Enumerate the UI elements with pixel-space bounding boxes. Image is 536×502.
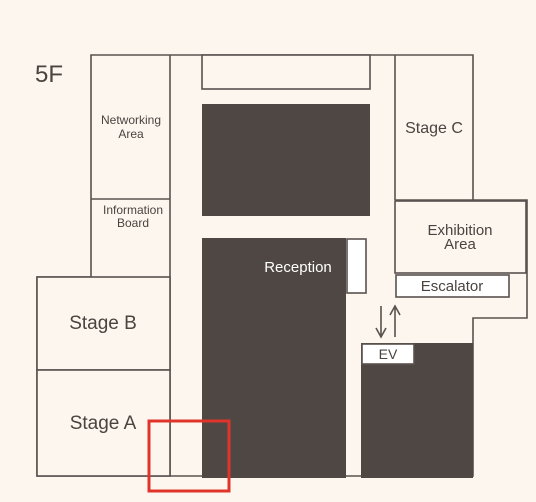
ev-block bbox=[361, 343, 473, 478]
highlight-marker bbox=[147, 419, 231, 493]
reception-desk bbox=[346, 238, 367, 294]
ev-label: EV bbox=[379, 346, 398, 362]
stage-c-label: Stage C bbox=[405, 120, 463, 137]
reception-label: Reception bbox=[264, 259, 332, 276]
upper-center-block bbox=[202, 104, 370, 216]
exhibition-area[interactable] bbox=[394, 200, 527, 274]
up-down-arrows-icon bbox=[375, 304, 401, 339]
stage-b-area[interactable] bbox=[36, 276, 171, 371]
reception-block bbox=[202, 238, 346, 478]
stage-a-label: Stage A bbox=[70, 413, 137, 434]
networking-label-line1: Networking bbox=[101, 113, 161, 127]
info-board-label-line2: Board bbox=[117, 216, 149, 230]
exhibition-label-line1: Exhibition bbox=[427, 222, 492, 239]
info-board-label-line1: Information bbox=[103, 203, 163, 217]
ev-label-box bbox=[361, 343, 415, 365]
stage-b-label: Stage B bbox=[69, 313, 137, 334]
escalator-box[interactable] bbox=[395, 274, 510, 298]
exhibition-label-line2: Area bbox=[444, 236, 476, 253]
floor-label: 5F bbox=[35, 61, 63, 88]
escalator-label: Escalator bbox=[421, 278, 484, 295]
networking-label-line2: Area bbox=[118, 127, 144, 141]
top-strip bbox=[201, 54, 371, 90]
